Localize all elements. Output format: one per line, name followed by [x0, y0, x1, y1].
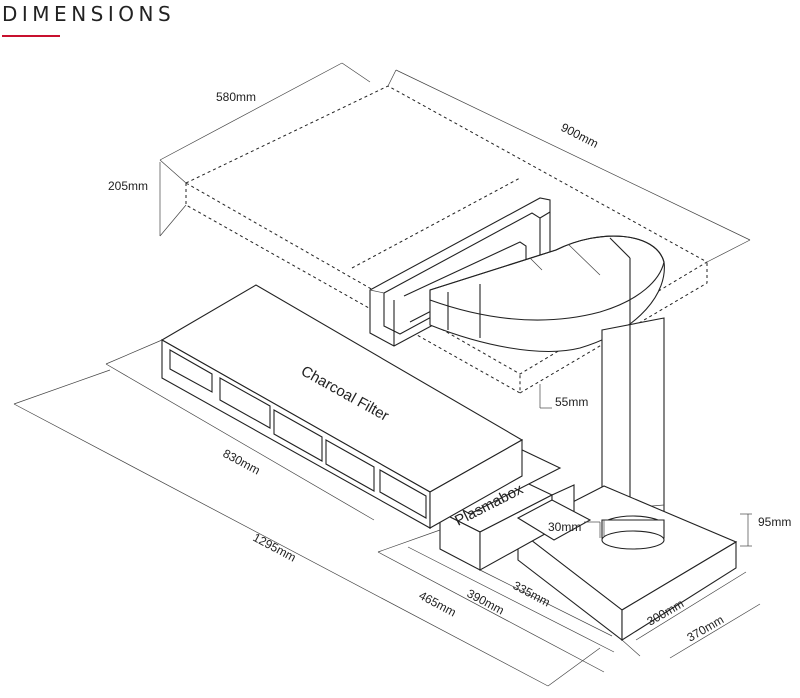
hood-head [429, 235, 665, 352]
dim-390: 390mm [465, 586, 507, 617]
dim-205: 205mm [108, 179, 148, 193]
dimension-lines [13, 62, 761, 687]
title-underline [2, 35, 60, 37]
dim-1295: 1295mm [251, 530, 299, 564]
charcoal-filter [160, 284, 524, 529]
plasmabox [438, 475, 592, 571]
dim-55: 55mm [555, 395, 588, 409]
dim-30: 30mm [548, 520, 581, 534]
dim-580: 580mm [216, 90, 256, 104]
dim-830: 830mm [221, 446, 263, 477]
dim-95: 95mm [758, 515, 791, 529]
dim-465: 465mm [417, 588, 459, 619]
dim-900: 900mm [559, 120, 601, 151]
dim-370: 370mm [685, 612, 727, 644]
page-title: DIMENSIONS [2, 2, 176, 26]
dim-335: 335mm [511, 578, 553, 609]
